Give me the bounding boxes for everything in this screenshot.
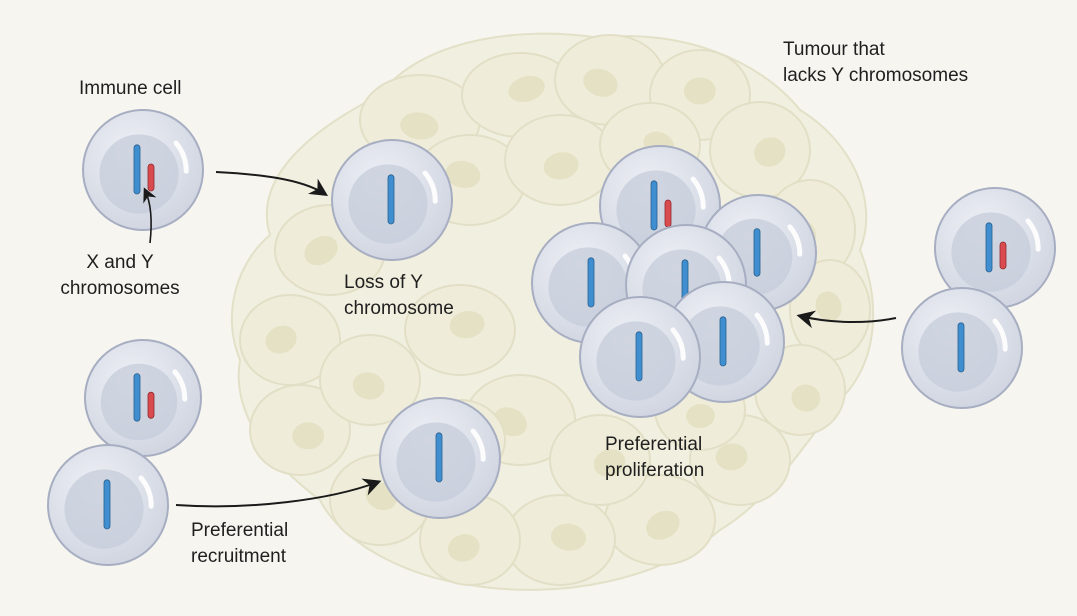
highlight — [754, 312, 770, 346]
arrow-recruitment — [175, 478, 382, 508]
label-x-and-y-chromosomes: X and Y chromosomes — [60, 252, 180, 299]
label-tumour: Tumour that lacks Y chromosomes — [783, 39, 969, 86]
highlight — [787, 224, 803, 257]
label-immune-cell: Immune cell — [79, 78, 182, 99]
x-chromosome — [957, 322, 965, 373]
highlight — [690, 176, 706, 210]
tumour-cell — [404, 284, 516, 376]
immune-cell-proliferating-5 — [579, 296, 701, 418]
x-chromosome — [103, 479, 111, 530]
label-preferential-proliferation: Preferential proliferation — [605, 434, 705, 481]
immune-cell-x-right-front — [901, 287, 1023, 409]
x-chromosome — [435, 432, 443, 483]
y-chromosome — [999, 241, 1007, 270]
x-chromosome — [587, 257, 595, 308]
x-chromosome — [719, 316, 727, 367]
immune-cells — [47, 109, 1056, 566]
x-chromosome — [133, 373, 141, 422]
tumour-cell — [549, 414, 651, 506]
highlight — [670, 327, 686, 361]
highlight — [992, 318, 1008, 352]
y-chromosome — [147, 163, 155, 192]
highlight — [470, 428, 486, 462]
arrow-loss-of-y — [215, 171, 329, 196]
arrow-xy-pointer — [143, 187, 157, 244]
highlight — [173, 140, 189, 174]
label-loss-of-y: Loss of Y chromosome — [344, 272, 454, 319]
arrow-proliferation — [796, 310, 897, 329]
immune-cell-xy-top-left — [82, 109, 204, 231]
x-chromosome — [133, 144, 141, 195]
tumour-cell — [504, 494, 616, 586]
tumour-cell — [249, 384, 351, 476]
immune-cell-xy-right-back — [934, 187, 1056, 309]
x-chromosome — [650, 180, 658, 231]
y-chromosome — [147, 391, 155, 419]
highlight — [422, 170, 438, 204]
x-chromosome — [753, 228, 761, 277]
tumour-cell — [604, 474, 716, 566]
x-chromosome — [635, 331, 643, 382]
tumour-cell — [239, 294, 341, 386]
immune-cell-recruited — [379, 397, 501, 519]
highlight — [1025, 218, 1041, 252]
immune-cell-loss-of-y — [331, 139, 453, 261]
highlight — [138, 475, 154, 509]
x-chromosome — [985, 222, 993, 273]
x-chromosome — [387, 174, 395, 225]
highlight — [172, 369, 188, 402]
tumour-cell — [319, 334, 421, 426]
immune-cell-xy-bottom-left-back — [84, 339, 202, 457]
tumour-cell — [504, 114, 616, 206]
immune-cell-x-bottom-left-front — [47, 444, 169, 566]
y-chromosome — [664, 199, 672, 228]
label-preferential-recruitment: Preferential recruitment — [191, 520, 289, 567]
